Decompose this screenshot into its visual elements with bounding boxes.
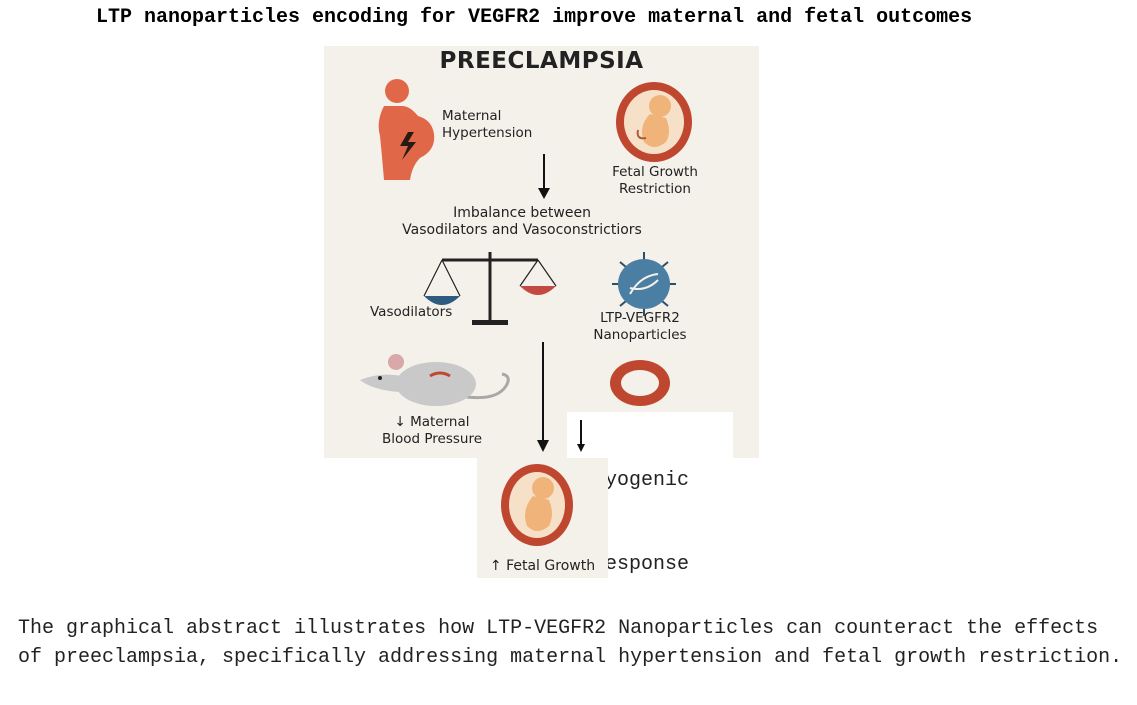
fetal-growth-label: ↑ Fetal Growth [489,558,596,574]
diagram-heading: PREECLAMPSIA [439,48,644,74]
myogenic-line1: Myogenic [593,469,690,492]
balance-scale-icon [423,252,557,325]
fetus-womb-icon [616,82,692,162]
nanoparticles-line2: Nanoparticles [593,327,687,343]
long-arrow-down-icon [537,342,549,452]
fetal-growth-restriction-line1: Fetal Growth [612,164,698,180]
graphical-abstract-panel: PREECLAMPSIA Maternal Hypertension Fetal… [324,46,759,458]
nanoparticle-icon [612,252,676,316]
maternal-hypertension-line1: Maternal [442,108,502,124]
arrow-down-icon [538,154,550,199]
myogenic-response-box [567,412,733,464]
imbalance-line1: Imbalance between [453,205,591,221]
maternal-bp-line2: Blood Pressure [381,431,483,447]
myogenic-line2: Response [593,553,690,576]
maternal-bp-line1: ↓ Maternal [394,414,470,430]
fetal-growth-restriction-line2: Restriction [619,181,691,197]
blood-vessel-icon [610,360,670,406]
fetal-growth-panel: ↑ Fetal Growth [477,458,608,578]
myogenic-arrow-down-icon [577,420,585,452]
fetus-womb-bottom-icon [501,464,573,546]
nanoparticles-line1: LTP-VEGFR2 [600,310,680,326]
vasodilators-label: Vasodilators [370,304,453,320]
figure-title: LTP nanoparticles encoding for VEGFR2 im… [96,6,973,29]
maternal-hypertension-line2: Hypertension [442,125,533,141]
imbalance-line2: Vasodilators and Vasoconstrictiors [402,222,642,238]
summary-text: The graphical abstract illustrates how L… [18,617,1123,669]
pregnant-woman-icon [378,79,435,180]
rat-icon [360,354,510,406]
